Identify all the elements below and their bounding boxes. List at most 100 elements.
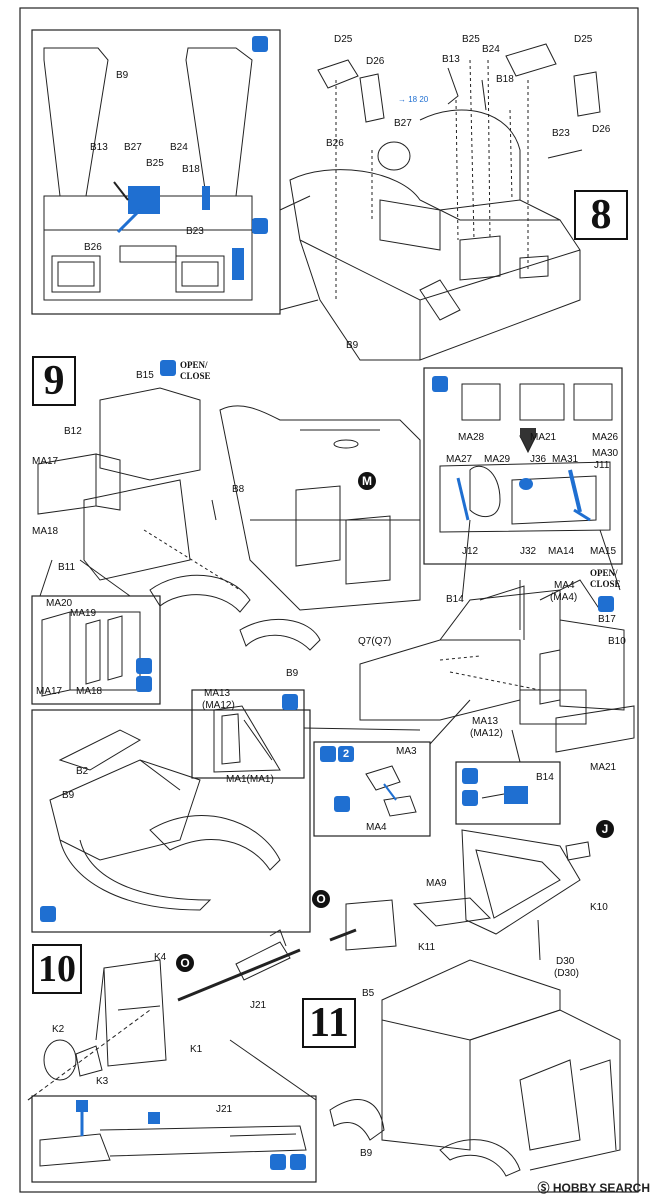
part-label: B13	[442, 54, 460, 65]
part-label: K1	[190, 1044, 203, 1055]
part-label: J21	[216, 1104, 233, 1115]
part-label: (D30)	[554, 968, 580, 979]
part-label: D26	[592, 124, 611, 135]
open-close-label: OPEN/ CLOSE	[180, 360, 211, 381]
part-label: J21	[250, 1000, 267, 1011]
part-label: J32	[520, 546, 537, 557]
part-label: B24	[482, 44, 500, 55]
open-close-icon	[160, 360, 176, 376]
part-label: (MA4)	[550, 592, 578, 603]
paint-icon-inset	[432, 376, 448, 392]
step-reference: → 18 20	[398, 95, 429, 104]
part-label: B9	[346, 340, 359, 351]
part-label: MA20	[46, 598, 73, 609]
part-label: MA3	[396, 746, 417, 757]
part-label: B24	[170, 142, 188, 153]
part-label: B25	[146, 158, 164, 169]
part-label: B18	[182, 164, 200, 175]
part-label: B11	[58, 562, 76, 573]
part-label: K10	[590, 902, 608, 913]
part-label: MA18	[76, 686, 103, 697]
part-label: K3	[96, 1076, 109, 1087]
part-label: B8	[232, 484, 245, 495]
step-number-9: 9	[32, 356, 76, 406]
callout-m-icon: M	[358, 472, 376, 490]
step-number-10: 10	[32, 944, 82, 994]
part-label: Q7(Q7)	[358, 636, 392, 647]
paint-icon	[252, 36, 268, 52]
part-label: MA29	[484, 454, 511, 465]
inset-b9-frame	[43, 47, 253, 301]
part-label: D25	[334, 34, 353, 45]
part-label: (MA12)	[470, 728, 503, 739]
part-label: MA27	[446, 454, 473, 465]
part-label: B9	[62, 790, 75, 801]
part-label: MA18	[32, 526, 59, 537]
part-label: B9	[286, 668, 299, 679]
step9-assembly	[37, 387, 421, 651]
callout-o-step10-icon: O	[176, 954, 194, 972]
part-label: B18	[496, 74, 514, 85]
part-label: MA17	[32, 456, 59, 467]
callout-j-icon: J	[596, 820, 614, 838]
part-label: MA9	[426, 878, 447, 889]
step10-assembly	[27, 929, 301, 1101]
part-label: B14	[536, 772, 554, 783]
part-label: MA30	[592, 448, 619, 459]
part-label: MA13	[204, 688, 231, 699]
part-label: MA13	[472, 716, 499, 727]
part-label: J11	[594, 460, 610, 471]
part-label: B15	[136, 370, 154, 381]
part-label: MA4	[366, 822, 387, 833]
part-label: B27	[394, 118, 412, 129]
open-close-icon-right	[598, 596, 614, 612]
part-label: B10	[608, 636, 626, 647]
glue-stripe-icon-b14	[462, 790, 478, 806]
part-label: MA21	[590, 762, 617, 773]
step-number-11: 11	[302, 998, 356, 1048]
part-label: B9	[116, 70, 129, 81]
part-label: B14	[446, 594, 464, 605]
part-label: B2	[76, 766, 89, 777]
paint-icon-j21	[290, 1154, 306, 1170]
part-label: MA4	[554, 580, 575, 591]
paint-icon-ma20	[136, 676, 152, 692]
paint-icon-ma3	[320, 746, 336, 762]
paint-icon-b14	[462, 768, 478, 784]
part-label: K2	[52, 1024, 65, 1035]
part-label: J36	[530, 454, 547, 465]
times-two-label: 2	[342, 748, 350, 760]
paint-icon-ma1	[282, 694, 298, 710]
part-label: K11	[418, 942, 436, 953]
paint-icon-b2	[40, 906, 56, 922]
arrow-up-icon	[136, 658, 152, 674]
part-label: MA21	[530, 432, 557, 443]
part-label: K4	[154, 952, 167, 963]
part-label: (MA12)	[202, 700, 235, 711]
glue-stripe-icon	[252, 218, 268, 234]
times-two-icon: 2	[338, 746, 354, 762]
glue-icon	[334, 796, 350, 812]
part-label: J12	[462, 546, 479, 557]
part-label: B26	[84, 242, 102, 253]
step-number-8: 8	[574, 190, 628, 240]
part-label: MA28	[458, 432, 485, 443]
part-label: B27	[124, 142, 142, 153]
part-label: MA31	[552, 454, 579, 465]
step11-assembly	[329, 829, 621, 1177]
part-label: MA26	[592, 432, 619, 443]
step9-right-body	[359, 579, 635, 753]
part-label: D26	[366, 56, 385, 67]
part-label: B23	[186, 226, 204, 237]
watermark: Ⓢ HOBBY SEARCH	[537, 1181, 650, 1195]
part-label: B23	[552, 128, 570, 139]
part-label: D25	[574, 34, 593, 45]
part-label: MA19	[70, 608, 97, 619]
part-label: MA17	[36, 686, 63, 697]
part-label: MA15	[590, 546, 617, 557]
part-label: B5	[362, 988, 375, 999]
part-label: B13	[90, 142, 108, 153]
callout-o-icon: O	[312, 890, 330, 908]
